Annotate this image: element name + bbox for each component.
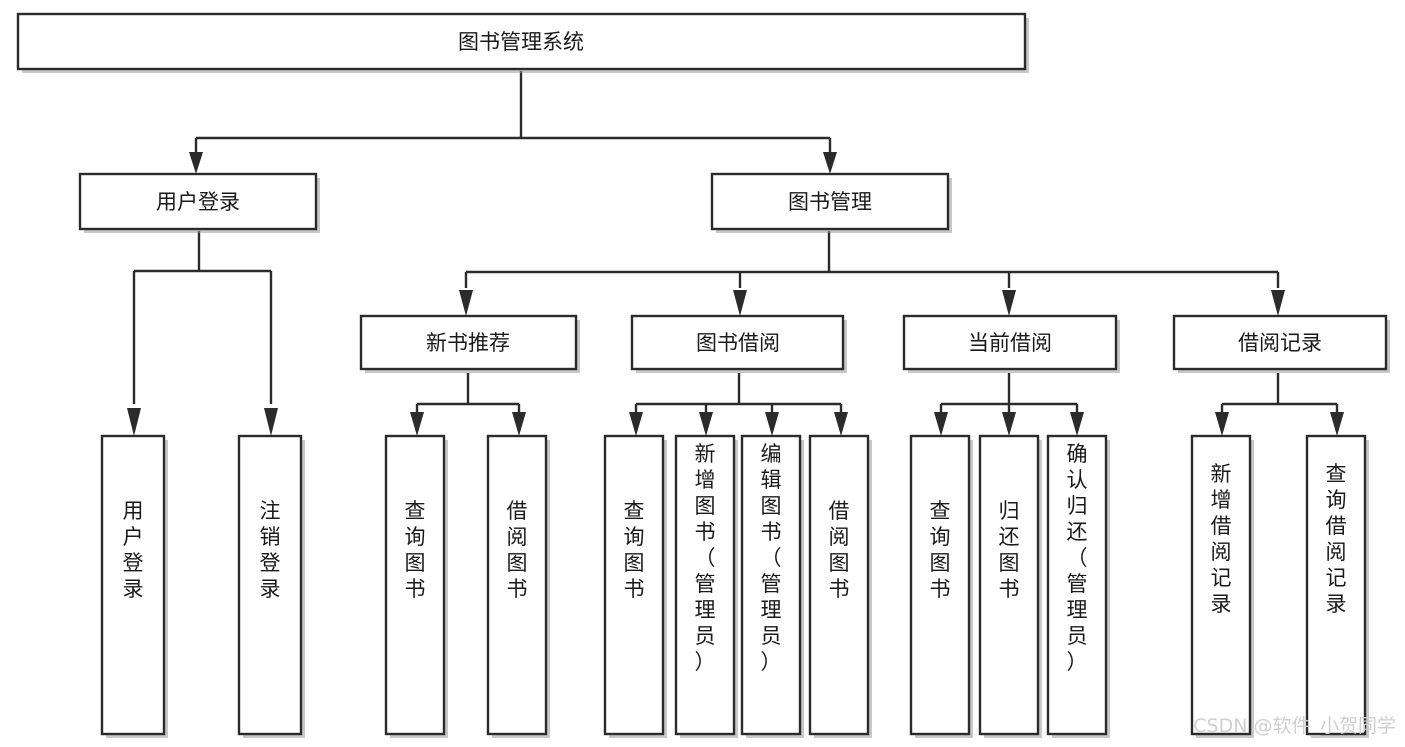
node-leaf-add-record[interactable]: 新增借阅记录	[1190, 434, 1254, 738]
user-login-box[interactable]	[78, 172, 318, 231]
leaf-edit-book-box[interactable]	[740, 434, 802, 736]
node-leaf-query-book-3[interactable]: 查询图书	[909, 434, 973, 738]
node-leaf-borrow-book-2[interactable]: 借阅图书	[808, 434, 872, 738]
node-borrow-record[interactable]: 借阅记录	[1172, 314, 1390, 373]
leaf-query-book-2-box[interactable]	[603, 434, 665, 736]
leaf-add-book-label: 新增图书（管理员）	[695, 442, 716, 674]
arrow-to-current-borrow	[1002, 290, 1016, 316]
arrow-to-leaf-add-record	[1215, 412, 1229, 436]
arrow-to-leaf-query-book-3	[934, 412, 948, 436]
leaf-query-record-box[interactable]	[1305, 434, 1367, 736]
edge-new-book-recommend-trunk	[415, 373, 521, 412]
leaf-add-book-box[interactable]	[674, 434, 736, 736]
leaf-query-book-1-box[interactable]	[384, 434, 446, 736]
arrow-to-new-book-recommend	[459, 290, 473, 316]
borrow-record-label: 借阅记录	[1238, 331, 1322, 355]
arrow-to-borrow-record	[1271, 290, 1285, 316]
edge-user-login-trunk	[132, 231, 273, 404]
leaf-confirm-return-label: 确认归还（管理员）	[1067, 442, 1088, 674]
book-borrow-label: 图书借阅	[696, 331, 780, 355]
arrow-to-leaf-confirm-return	[1070, 412, 1084, 436]
node-leaf-query-record[interactable]: 查询借阅记录	[1305, 434, 1369, 738]
leaf-return-book-box[interactable]	[978, 434, 1040, 736]
node-root[interactable]: 图书管理系统	[16, 12, 1029, 73]
arrow-to-leaf-borrow-book-1	[512, 412, 526, 436]
node-current-borrow[interactable]: 当前借阅	[902, 314, 1120, 373]
watermark-label: CSDN @软件_小贺同学	[1193, 715, 1396, 737]
leaf-borrow-book-2-box[interactable]	[808, 434, 870, 736]
new-book-recommend-label: 新书推荐	[426, 331, 510, 355]
edge-borrow-record-trunk	[1220, 373, 1339, 412]
user-login-label: 用户登录	[156, 190, 240, 214]
node-leaf-query-book-1[interactable]: 查询图书	[384, 434, 448, 738]
leaf-query-record-label: 查询借阅记录	[1326, 462, 1347, 616]
arrow-to-leaf-logout-login	[264, 408, 278, 436]
root-label: 图书管理系统	[458, 30, 584, 54]
arrow-to-leaf-edit-book	[765, 412, 779, 436]
book-manage-label: 图书管理	[788, 190, 872, 214]
leaf-add-record-label: 新增借阅记录	[1211, 462, 1232, 616]
edge-root-trunk	[194, 71, 832, 158]
arrow-to-user-login	[189, 152, 203, 174]
leaf-logout-login-box[interactable]	[237, 434, 303, 736]
arrow-to-leaf-borrow-book-2	[834, 412, 848, 436]
leaf-query-book-2-label: 查询图书	[624, 499, 645, 601]
arrow-to-leaf-return-book	[1002, 412, 1016, 436]
arrow-to-book-borrow	[733, 290, 747, 316]
borrow-record-box[interactable]	[1172, 314, 1388, 371]
edges-layer	[127, 71, 1344, 436]
book-manage-box[interactable]	[710, 172, 950, 231]
node-leaf-logout-login[interactable]: 注销登录	[237, 434, 305, 738]
leaf-borrow-book-1-box[interactable]	[486, 434, 548, 736]
arrow-to-leaf-user-login	[127, 408, 141, 436]
node-leaf-borrow-book-1[interactable]: 借阅图书	[486, 434, 550, 738]
leaf-query-book-3-label: 查询图书	[930, 499, 951, 601]
node-leaf-edit-book[interactable]: 编辑图书（管理员）	[740, 434, 804, 738]
leaf-confirm-return-box[interactable]	[1046, 434, 1108, 736]
node-leaf-query-book-2[interactable]: 查询图书	[603, 434, 667, 738]
leaf-edit-book-label: 编辑图书（管理员）	[761, 442, 782, 674]
leaf-return-book-label: 归还图书	[999, 499, 1020, 601]
arrow-to-leaf-add-book	[699, 412, 713, 436]
node-leaf-return-book[interactable]: 归还图书	[978, 434, 1042, 738]
leaf-user-login-box[interactable]	[100, 434, 166, 736]
node-leaf-add-book[interactable]: 新增图书（管理员）	[674, 434, 738, 738]
arrow-to-leaf-query-book-1	[410, 412, 424, 436]
node-book-manage[interactable]: 图书管理	[710, 172, 952, 233]
node-user-login[interactable]: 用户登录	[78, 172, 320, 233]
arrow-to-leaf-query-book-2	[629, 412, 643, 436]
root-box[interactable]	[16, 12, 1027, 71]
current-borrow-label: 当前借阅	[968, 331, 1052, 355]
leaf-user-login-label: 用户登录	[123, 499, 144, 601]
leaf-query-book-1-label: 查询图书	[405, 499, 426, 601]
book-borrow-box[interactable]	[630, 314, 845, 371]
node-leaf-user-login[interactable]: 用户登录	[100, 434, 168, 738]
leaf-add-record-box[interactable]	[1190, 434, 1252, 736]
edge-current-borrow-trunk	[939, 373, 1079, 412]
arrow-to-leaf-query-record	[1330, 412, 1344, 436]
leaf-query-book-3-box[interactable]	[909, 434, 971, 736]
edge-book-borrow-trunk	[634, 373, 843, 412]
current-borrow-box[interactable]	[902, 314, 1118, 371]
node-leaf-confirm-return[interactable]: 确认归还（管理员）	[1046, 434, 1110, 738]
leaf-borrow-book-2-label: 借阅图书	[829, 499, 850, 601]
leaf-borrow-book-1-label: 借阅图书	[507, 499, 528, 601]
leaf-logout-login-label: 注销登录	[260, 499, 281, 601]
node-book-borrow[interactable]: 图书借阅	[630, 314, 847, 373]
node-new-book-recommend[interactable]: 新书推荐	[359, 314, 580, 373]
new-book-recommend-box[interactable]	[359, 314, 578, 371]
arrow-to-book-manage	[823, 152, 837, 174]
edge-book-manage-trunk	[464, 231, 1280, 288]
